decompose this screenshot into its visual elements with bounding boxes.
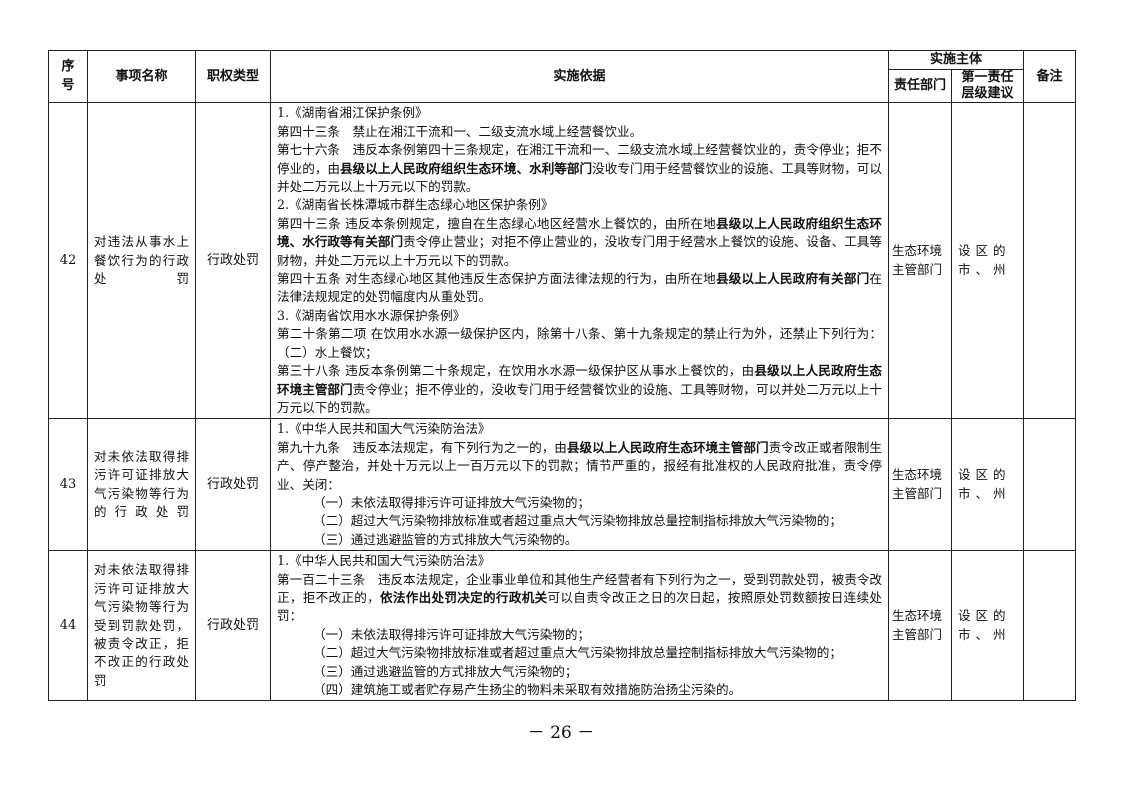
basis-text: （二）超过大气污染物排放标准或者超过重点大气污染物排放总量控制指标排放大气污染物…: [313, 645, 842, 661]
item-name: 对违法从事水上餐饮行为的行政处罚: [87, 102, 196, 420]
remark: [1023, 102, 1077, 420]
basis-text: 责令停止营业；对拒不停止营业的，没收专门用于经营水上餐饮的设施、设备、工具等财物…: [277, 234, 883, 268]
authority-type: 行政处罚: [195, 550, 271, 702]
first-responsibility-level: 设区的市、州: [950, 418, 1025, 552]
item-name: 对未依法取得排污许可证排放大气污染物等行为的行政处罚: [87, 418, 196, 552]
header-seq: 序号: [48, 49, 88, 104]
basis-text: （一）未依法取得排污许可证排放大气污染物的；: [313, 626, 591, 642]
basis-text: （二）超过大气污染物排放标准或者超过重点大气污染物排放总量控制指标排放大气污染物…: [313, 513, 842, 529]
basis-text: 1.《中华人民共和国大气污染防治法》: [277, 553, 491, 569]
header-remark: 备注: [1023, 49, 1077, 104]
basis-paragraph: （三）通过逃避监管的方式排放大气污染物的；: [277, 663, 882, 681]
basis-text: 第四十三条 违反本条例规定，擅自在生态绿心地区经营水上餐饮的，由所在地: [277, 215, 716, 231]
row-seq: 44: [48, 550, 88, 702]
row-seq: 43: [48, 418, 88, 552]
responsible-dept: 生态环境主管部门: [888, 418, 952, 552]
basis-text: 责令改正或者限制生产、停产整治，并处十万元以上一百万元以下的罚款；情节严重的，报…: [277, 439, 883, 492]
responsible-authority-text: 县级以上人民政府生态环境主管部门: [566, 439, 769, 455]
basis-text: 可以自责令改正之日的次日起，按照原处罚数额按日连续处罚：: [277, 589, 883, 624]
basis-text: 第一百二十三条 违反本法规定，企业事业单位和其他生产经营者有下列行为之一，受到罚…: [277, 571, 882, 605]
header-level: 第一责任层级建议: [950, 69, 1025, 104]
basis-text: 第四十三条 禁止在湘江干流和一、二级支流水域上经营餐饮业。: [277, 123, 643, 139]
basis-paragraph: 第一百二十三条 违反本法规定，企业事业单位和其他生产经营者有下列行为之一，受到罚…: [277, 571, 882, 626]
basis-paragraph: （一）未依法取得排污许可证排放大气污染物的；: [277, 494, 882, 512]
basis-paragraph: （一）未依法取得排污许可证排放大气污染物的；: [277, 626, 882, 644]
basis-paragraph: 2.《湖南省长株潭城市群生态绿心地区保护条例》: [277, 196, 882, 214]
header-type: 职权类型: [195, 49, 271, 104]
basis-paragraph: 第二十条第二项 在饮用水水源一级保护区内，除第十八条、第十九条规定的禁止行为外，…: [277, 325, 882, 362]
implementation-basis: 1.《中华人民共和国大气污染防治法》第九十九条 违反本法规定，有下列行为之一的，…: [270, 418, 889, 552]
responsible-dept: 生态环境主管部门: [888, 550, 952, 702]
header-basis: 实施依据: [270, 49, 889, 104]
basis-text: 1.《湖南省湘江保护条例》: [277, 105, 428, 121]
basis-paragraph: 第九十九条 违反本法规定，有下列行为之一的，由县级以上人民政府生态环境主管部门责…: [277, 439, 882, 494]
implementation-basis: 1.《中华人民共和国大气污染防治法》第一百二十三条 违反本法规定，企业事业单位和…: [270, 550, 889, 702]
responsible-authority-text: 县级以上人民政府有关部门: [715, 271, 870, 287]
basis-paragraph: 1.《中华人民共和国大气污染防治法》: [277, 420, 882, 438]
basis-text: 3.《湖南省饮用水水源保护条例》: [277, 307, 466, 323]
authority-type: 行政处罚: [195, 102, 271, 420]
first-responsibility-level: 设区的市、州: [950, 550, 1025, 702]
basis-text: 第九十九条 违反本法规定，有下列行为之一的，由: [277, 439, 567, 455]
basis-paragraph: 第三十八条 违反本条例第二十条规定，在饮用水水源一级保护区从事水上餐饮的，由县级…: [277, 362, 882, 417]
basis-text: 在法律法规规定的处罚幅度内从重处罚。: [277, 271, 882, 305]
page-number: － 26 －: [527, 723, 595, 743]
authority-type: 行政处罚: [195, 418, 271, 552]
row-seq: 42: [48, 102, 88, 420]
responsible-authority-text: 县级以上人民政府组织生态环境、水行政等有关部门: [277, 215, 882, 250]
responsible-dept: 生态环境主管部门: [888, 102, 952, 420]
basis-paragraph: （三）通过逃避监管的方式排放大气污染物的。: [277, 531, 882, 549]
first-responsibility-level: 设区的市、州: [950, 102, 1025, 420]
basis-paragraph: 第四十三条 禁止在湘江干流和一、二级支流水域上经营餐饮业。: [277, 123, 882, 141]
item-name: 对未依法取得排污许可证排放大气污染物等行为受到罚款处罚，被责令改正，拒不改正的行…: [87, 550, 196, 702]
responsible-authority-text: 依法作出处罚决定的行政机关: [380, 589, 548, 605]
basis-paragraph: （二）超过大气污染物排放标准或者超过重点大气污染物排放总量控制指标排放大气污染物…: [277, 644, 882, 662]
basis-paragraph: 1.《湖南省湘江保护条例》: [277, 104, 882, 122]
header-subject: 实施主体: [887, 49, 1025, 71]
header-name: 事项名称: [87, 49, 196, 104]
basis-text: 第四十五条 对生态绿心地区其他违反生态保护方面法律法规的行为，由所在地: [277, 271, 716, 287]
header-dept: 责任部门: [888, 69, 952, 104]
basis-paragraph: 3.《湖南省饮用水水源保护条例》: [277, 307, 882, 325]
basis-paragraph: （四）建筑施工或者贮存易产生扬尘的物料未采取有效措施防治扬尘污染的。: [277, 681, 882, 699]
responsible-authority-text: 县级以上人民政府生态环境主管部门: [277, 363, 882, 397]
basis-text: 第七十六条 违反本条例第四十三条规定，在湘江干流和一、二级支流水域上经营餐饮业的…: [277, 142, 882, 176]
basis-text: （三）通过逃避监管的方式排放大气污染物的。: [313, 531, 578, 547]
basis-paragraph: 1.《中华人民共和国大气污染防治法》: [277, 552, 882, 570]
basis-text: 第三十八条 违反本条例第二十条规定，在饮用水水源一级保护区从事水上餐饮的，由: [277, 363, 755, 379]
basis-paragraph: （二）超过大气污染物排放标准或者超过重点大气污染物排放总量控制指标排放大气污染物…: [277, 512, 882, 530]
basis-text: （四）建筑施工或者贮存易产生扬尘的物料未采取有效措施防治扬尘污染的。: [313, 682, 742, 697]
basis-text: 1.《中华人民共和国大气污染防治法》: [277, 421, 491, 437]
basis-paragraph: 第七十六条 违反本条例第四十三条规定，在湘江干流和一、二级支流水域上经营餐饮业的…: [277, 141, 882, 196]
enforcement-table: 序号 事项名称 职权类型 实施依据 实施主体 备注 责任部门 第一责任层级建议 …: [48, 49, 1077, 702]
basis-text: 2.《湖南省长株潭城市群生态绿心地区保护条例》: [277, 197, 554, 213]
responsible-authority-text: 县级以上人民政府组织生态环境、水利等部门: [340, 160, 593, 176]
basis-paragraph: 第四十五条 对生态绿心地区其他违反生态保护方面法律法规的行为，由所在地县级以上人…: [277, 270, 882, 307]
basis-text: 责令停业；拒不停业的，没收专门用于经营餐饮业的设施、工具等财物，可以并处二万元以…: [277, 381, 883, 415]
remark: [1023, 418, 1077, 552]
basis-text: 没收专门用于经营餐饮业的设施、工具等财物，可以并处二万元以上十万元以下的罚款。: [277, 160, 883, 195]
basis-text: （一）未依法取得排污许可证排放大气污染物的；: [313, 494, 591, 510]
basis-paragraph: 第四十三条 违反本条例规定，擅自在生态绿心地区经营水上餐饮的，由所在地县级以上人…: [277, 215, 882, 270]
implementation-basis: 1.《湖南省湘江保护条例》第四十三条 禁止在湘江干流和一、二级支流水域上经营餐饮…: [270, 102, 889, 420]
basis-text: （三）通过逃避监管的方式排放大气污染物的；: [313, 663, 578, 679]
remark: [1023, 550, 1077, 702]
basis-text: 第二十条第二项 在饮用水水源一级保护区内，除第十八条、第十九条规定的禁止行为外，…: [277, 326, 882, 360]
